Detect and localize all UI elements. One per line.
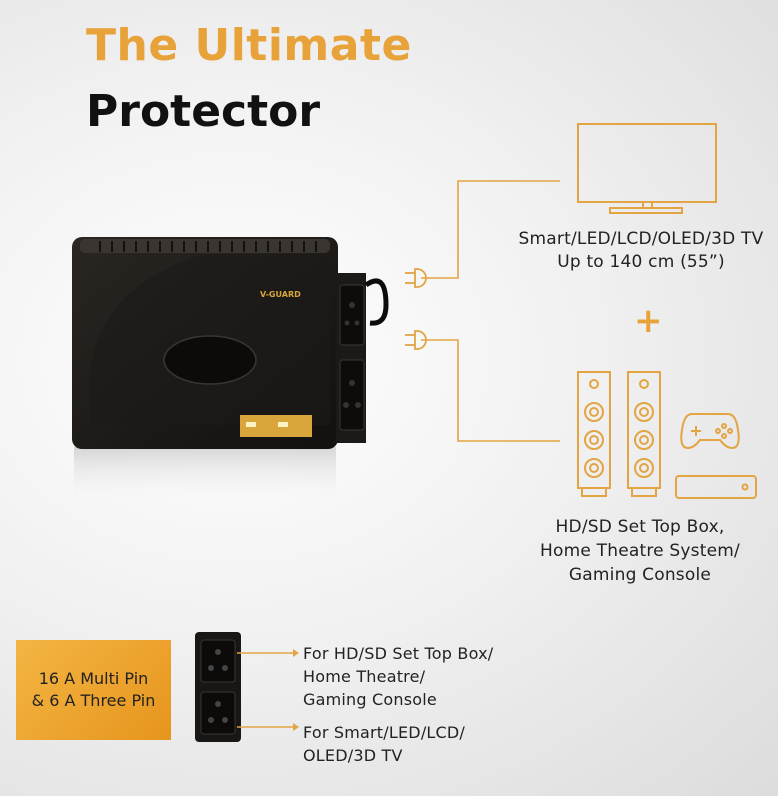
speaker-icon: [627, 371, 661, 497]
voltage-stabilizer-device: V-GUARD: [72, 237, 389, 507]
speaker-icon: [577, 371, 611, 497]
plug-icon: [405, 268, 427, 288]
socket-rating-badge: 16 A Multi Pin & 6 A Three Pin: [16, 640, 171, 740]
top-socket-caption: For HD/SD Set Top Box/ Home Theatre/ Gam…: [303, 644, 494, 709]
gamepad-icon: [680, 413, 740, 450]
title-line-2: Protector: [86, 86, 321, 137]
socket-closeup: [195, 632, 299, 742]
bottom-socket-caption: For Smart/LED/LCD/ OLED/3D TV: [303, 723, 466, 765]
tv-label: Smart/LED/LCD/OLED/3D TV Up to 140 cm (5…: [518, 229, 764, 272]
plus-sign: +: [634, 301, 663, 341]
set-top-box-icon: [675, 475, 757, 499]
tv-icon: [577, 123, 717, 214]
title-line-1: The Ultimate: [86, 20, 412, 71]
set-top-label: HD/SD Set Top Box, Home Theatre System/ …: [540, 517, 740, 585]
plug-icon: [405, 330, 427, 350]
brand-logo: V-GUARD: [260, 290, 301, 299]
